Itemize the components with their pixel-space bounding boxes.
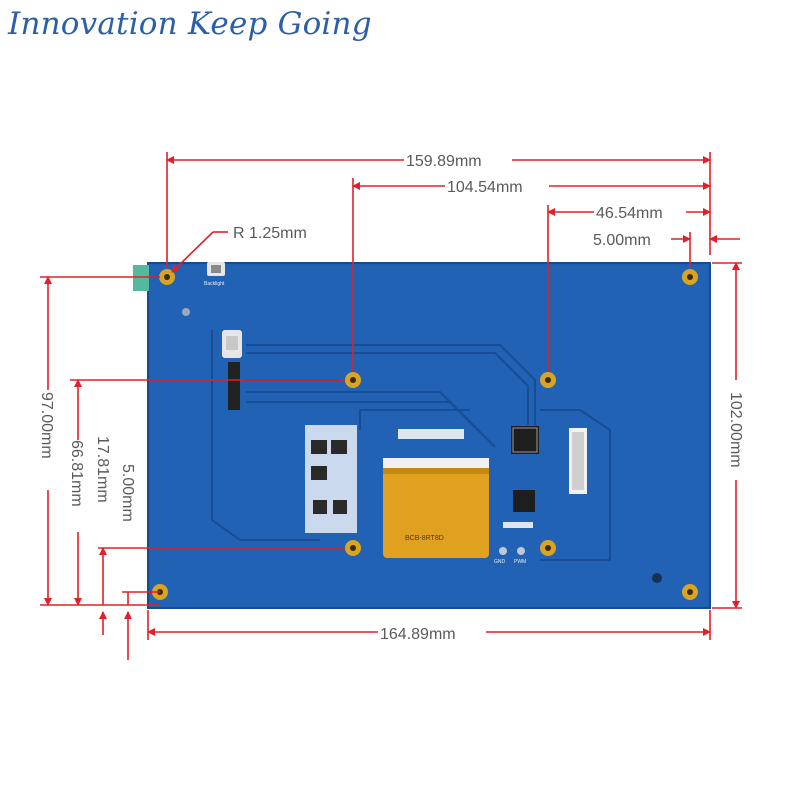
dim-top-total: 159.89mm	[406, 153, 482, 170]
dim-top-mid: 104.54mm	[447, 179, 523, 196]
edge-connector	[133, 265, 149, 291]
dim-right-height: 102.00mm	[727, 392, 744, 468]
dim-left-edge: 5.00mm	[119, 464, 136, 522]
fpc-cable	[383, 458, 489, 558]
slogan-heading: Innovation Keep Going	[8, 6, 372, 42]
dim-left-inner: 17.81mm	[94, 436, 111, 503]
dim-left-outer: 97.00mm	[38, 392, 55, 459]
pwm-label: PWM	[514, 559, 526, 565]
mounting-holes	[152, 269, 698, 600]
dim-radius: R 1.25mm	[233, 225, 307, 242]
dim-top-edge: 5.00mm	[593, 232, 651, 249]
fpc-label: BCB-8RT8D	[405, 535, 444, 542]
gnd-label: GND	[494, 559, 506, 565]
dim-bottom-total: 164.89mm	[380, 626, 456, 643]
dim-left-mid: 66.81mm	[68, 440, 85, 507]
pcb-components: Backlight BCB-8RT8D GND PWM	[204, 262, 587, 565]
dimension-labels: 159.89mm 104.54mm 46.54mm 5.00mm R 1.25m…	[38, 148, 749, 643]
backlight-label: Backlight	[204, 281, 225, 287]
dim-top-right: 46.54mm	[596, 205, 663, 222]
